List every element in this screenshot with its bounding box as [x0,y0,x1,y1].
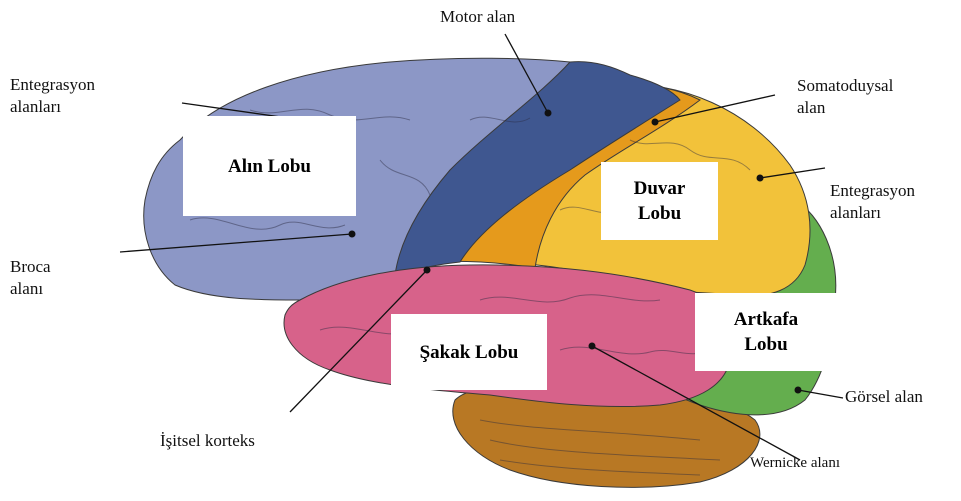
occipital-lobe-label: Artkafa Lobu [695,293,837,371]
frontal-lobe-label: Alın Lobu [183,116,356,216]
somatosensory-area-label: Somatoduysal alan [797,75,893,119]
somatosensory-dot [652,119,659,126]
integration-areas-front-label: Entegrasyon alanları [10,74,95,118]
visual-area-label: Görsel alan [845,386,923,408]
integration-back-dot [757,175,764,182]
visual-dot [795,387,802,394]
auditory-cortex-label: İşitsel korteks [160,430,255,452]
broca-area-label: Broca alanı [10,256,51,300]
wernicke-dot [589,343,596,350]
integration-areas-back-label: Entegrasyon alanları [830,180,915,224]
auditory-dot [424,267,431,274]
temporal-lobe-label: Şakak Lobu [391,314,547,390]
motor-dot [545,110,552,117]
broca-dot [349,231,356,238]
motor-area-label: Motor alan [440,6,515,28]
wernicke-area-label: Wernicke alanı [750,452,840,474]
parietal-lobe-label: Duvar Lobu [601,162,718,240]
